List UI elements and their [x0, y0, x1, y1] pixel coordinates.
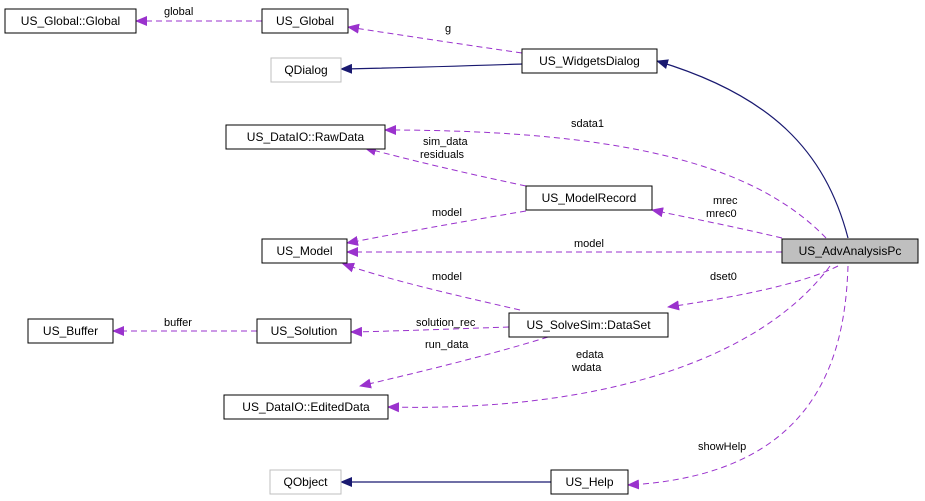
node-label-us-advanalysispc: US_AdvAnalysisPc — [799, 244, 902, 258]
edge-model-from-dataset — [342, 262, 521, 311]
node-us-global-global[interactable]: US_Global::Global — [4, 8, 137, 34]
edge-showhelp — [627, 265, 849, 490]
node-label-us-dataio-editeddata: US_DataIO::EditedData — [242, 400, 370, 414]
node-label-us-global: US_Global — [276, 14, 334, 28]
node-us-global[interactable]: US_Global — [261, 8, 349, 34]
edge-label-dset0: dset0 — [710, 271, 737, 283]
edge-run-data — [359, 336, 549, 389]
edge-label-residuals: residuals — [420, 149, 465, 161]
edge-mrec — [651, 207, 783, 239]
edge-label-mrec: mrec — [713, 195, 738, 207]
edge-label-buffer: buffer — [164, 317, 192, 329]
edges — [112, 16, 849, 490]
edge-label-edata: edata — [576, 349, 604, 361]
edge-label-model-advanalysis: model — [574, 238, 604, 250]
edge-label-sdata1: sdata1 — [571, 118, 604, 130]
edge-edata-wdata — [387, 265, 831, 413]
edge-dset0 — [667, 265, 839, 311]
edge-label-solution-rec: solution_rec — [416, 317, 476, 329]
edge-g — [347, 23, 523, 54]
edge-label-mrec0: mrec0 — [706, 208, 737, 220]
edge-sdata1 — [384, 125, 827, 239]
node-label-us-solution: US_Solution — [271, 324, 338, 338]
node-us-modelrecord[interactable]: US_ModelRecord — [525, 185, 653, 211]
edge-label-model-modelrecord: model — [432, 207, 462, 219]
node-label-us-solvesim-dataset: US_SolveSim::DataSet — [526, 318, 651, 332]
node-us-help[interactable]: US_Help — [550, 469, 629, 495]
edge-label-wdata: wdata — [571, 362, 602, 374]
edge-label-showhelp: showHelp — [698, 441, 746, 453]
node-us-solution[interactable]: US_Solution — [256, 318, 352, 344]
node-us-widgetsdialog[interactable]: US_WidgetsDialog — [521, 48, 658, 74]
node-label-us-global-global: US_Global::Global — [21, 14, 120, 28]
node-qobject[interactable]: QObject — [269, 469, 342, 495]
edge-solution-rec — [350, 326, 510, 337]
edge-label-g: g — [445, 23, 451, 35]
edge-labels: global g sdata1 sim_data residuals mrec … — [164, 6, 746, 453]
node-us-buffer[interactable]: US_Buffer — [27, 318, 114, 344]
node-label-us-widgetsdialog: US_WidgetsDialog — [539, 54, 640, 68]
node-us-dataio-editeddata[interactable]: US_DataIO::EditedData — [223, 394, 389, 420]
edge-label-model-dataset: model — [432, 271, 462, 283]
node-us-dataio-rawdata[interactable]: US_DataIO::RawData — [225, 124, 386, 150]
node-qdialog[interactable]: QDialog — [270, 57, 342, 83]
edge-label-global: global — [164, 6, 193, 18]
edge-widgetsdialog-inherits-qdialog — [340, 63, 523, 74]
edge-label-sim-data: sim_data — [423, 136, 469, 148]
node-label-qdialog: QDialog — [284, 63, 327, 77]
node-us-model[interactable]: US_Model — [261, 238, 348, 264]
node-label-us-help: US_Help — [565, 475, 613, 489]
edge-sim-data-residuals — [364, 146, 527, 187]
node-us-solvesim-dataset[interactable]: US_SolveSim::DataSet — [508, 312, 669, 338]
edge-label-run-data: run_data — [425, 339, 469, 351]
edge-model-from-modelrecord — [346, 210, 527, 246]
node-label-us-dataio-rawdata: US_DataIO::RawData — [247, 130, 365, 144]
node-label-us-buffer: US_Buffer — [43, 324, 98, 338]
node-label-us-model: US_Model — [276, 244, 332, 258]
node-us-advanalysispc[interactable]: US_AdvAnalysisPc — [781, 238, 919, 264]
node-label-us-modelrecord: US_ModelRecord — [542, 191, 637, 205]
node-label-qobject: QObject — [283, 475, 328, 489]
edge-advanalysispc-inherits-widgetsdialog — [656, 59, 849, 239]
